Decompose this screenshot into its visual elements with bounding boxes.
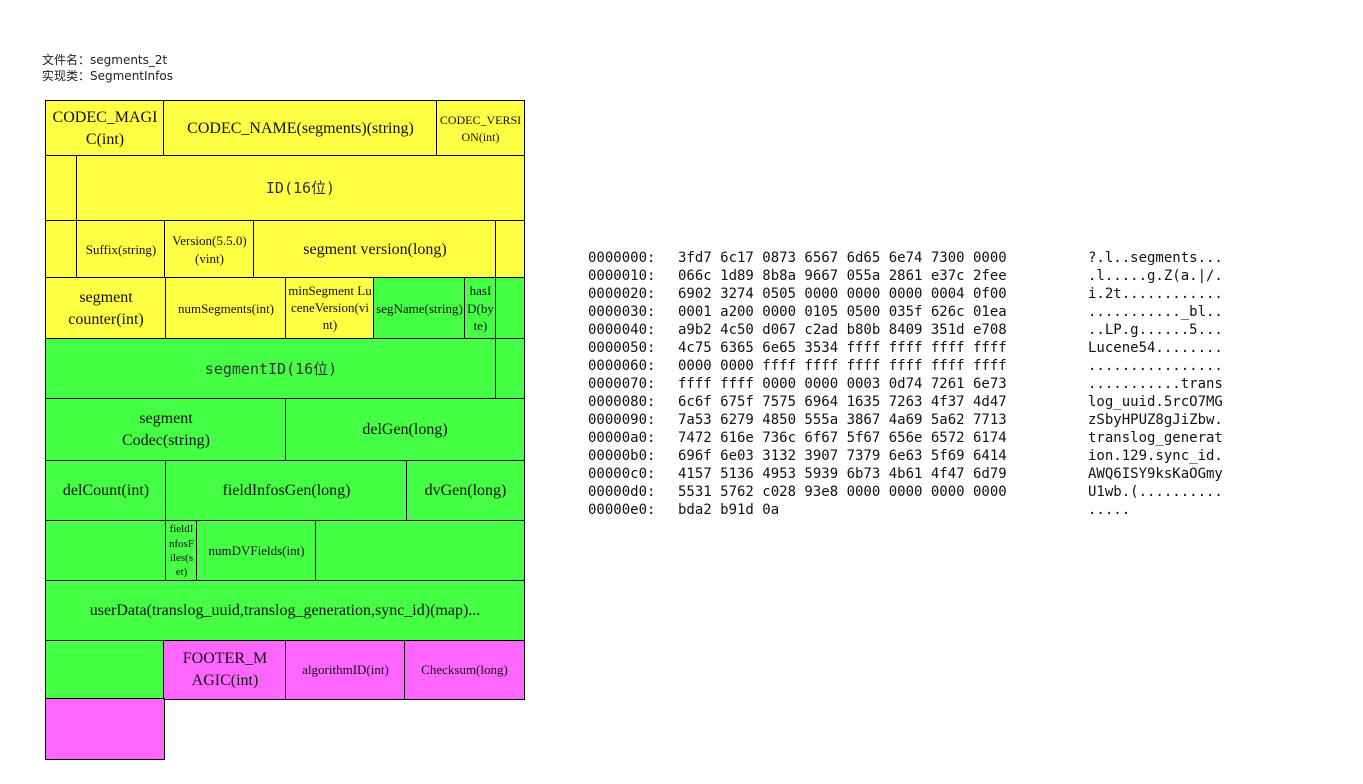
field-checksum: Checksum(long) (404, 640, 525, 700)
hexdump-offset-line: 0000040: (588, 322, 656, 338)
hexdump-hex-line: 7a53 6279 4850 555a 3867 4a69 5a62 7713 (678, 412, 1007, 428)
field-num-dv-fields-trailing-block (315, 520, 525, 582)
hexdump-hex-line: 4c75 6365 6e65 3534 ffff ffff ffff ffff (678, 340, 1007, 356)
hexdump-ascii-line: ..... (1088, 502, 1131, 518)
field-checksum-trailing-block (45, 698, 165, 760)
hexdump-ascii-line: zSbyHPUZ8gJiZbw. (1088, 412, 1223, 428)
field-segment-id: segmentID(16位) (45, 338, 497, 400)
hexdump-offset-line: 0000080: (588, 394, 656, 410)
field-del-count-trailing-block (45, 520, 167, 582)
hexdump-offset-line: 0000050: (588, 340, 656, 356)
hexdump-ascii-line: translog_generat (1088, 430, 1223, 446)
hexdump-ascii-line: ?.l..segments... (1088, 250, 1223, 266)
hexdump-hex-line: 0001 a200 0000 0105 0500 035f 626c 01ea (678, 304, 1007, 320)
hexdump-offset-line: 0000010: (588, 268, 656, 284)
hexdump-bytes: 3fd7 6c17 0873 6567 6d65 6e74 7300 0000 0… (678, 249, 1007, 519)
hexdump-offset-line: 0000090: (588, 412, 656, 428)
hexdump-hex-line: 7472 616e 736c 6f67 5f67 656e 6572 6174 (678, 430, 1007, 446)
hexdump-ascii-line: Lucene54........ (1088, 340, 1223, 356)
hexdump-offset-line: 00000d0: (588, 484, 656, 500)
field-segment-codec: segment Codec(string) (45, 398, 287, 462)
field-id: ID(16位) (76, 155, 525, 222)
field-segment-counter: segment counter(int) (45, 277, 167, 340)
hexdump-offset-line: 0000000: (588, 250, 656, 266)
hexdump-hex-line: 3fd7 6c17 0873 6567 6d65 6e74 7300 0000 (678, 250, 1007, 266)
hexdump-offset-line: 00000c0: (588, 466, 656, 482)
hexdump-offset-line: 0000020: (588, 286, 656, 302)
field-segment-id-trailing-block (495, 338, 525, 400)
field-dv-gen: dvGen(long) (406, 460, 525, 522)
hexdump-hex-line: 0000 0000 ffff ffff ffff ffff ffff ffff (678, 358, 1007, 374)
field-segment-version: segment version(long) (253, 220, 497, 279)
hexdump-ascii-line: .l.....g.Z(a.|/. (1088, 268, 1223, 284)
hexdump-ascii: ?.l..segments... .l.....g.Z(a.|/. i.2t....… (1088, 249, 1223, 519)
hexdump-hex-line: 4157 5136 4953 5939 6b73 4b61 4f47 6d79 (678, 466, 1007, 482)
hexdump-hex-line: 6902 3274 0505 0000 0000 0000 0004 0f00 (678, 286, 1007, 302)
field-num-dv-fields: numDVFields(int) (196, 520, 317, 582)
hexdump-ascii-line: ...........trans (1088, 376, 1223, 392)
hexdump-hex-line: 5531 5762 c028 93e8 0000 0000 0000 0000 (678, 484, 1007, 500)
hexdump-hex-line: bda2 b91d 0a (678, 502, 780, 518)
field-version: Version(5.5.0)(vint) (164, 220, 255, 279)
field-del-gen: delGen(long) (285, 398, 525, 462)
hexdump-ascii-line: ..LP.g......5... (1088, 322, 1223, 338)
field-codec-magic: CODEC_MAGIC(int) (45, 100, 165, 157)
hexdump-hex-line: 066c 1d89 8b8a 9667 055a 2861 e37c 2fee (678, 268, 1007, 284)
hexdump-offsets: 0000000: 0000010: 0000020: 0000030: 0000040:… (588, 249, 655, 519)
field-id-leading-block (45, 155, 78, 222)
field-has-id-trailing-block (495, 277, 525, 340)
field-user-data: userData(translog_uuid,translog_generati… (45, 580, 525, 642)
hexdump-ascii-line: log_uuid.5rcO7MG (1088, 394, 1223, 410)
field-field-infos-files: fieldInfosFiles(set) (165, 520, 198, 582)
hexdump-offset-line: 0000030: (588, 304, 656, 320)
hexdump-offset-line: 0000070: (588, 376, 656, 392)
impl-class-label: 实现类：SegmentInfos (42, 69, 173, 83)
hexdump-hex-line: a9b2 4c50 d067 c2ad b80b 8409 351d e708 (678, 322, 1007, 338)
hexdump-hex-line: 696f 6e03 3132 3907 7379 6e63 5f69 6414 (678, 448, 1007, 464)
hexdump-offset-line: 0000060: (588, 358, 656, 374)
field-field-infos-gen: fieldInfosGen(long) (165, 460, 408, 522)
hexdump-offset-line: 00000a0: (588, 430, 656, 446)
hexdump-hex-line: ffff ffff 0000 0000 0003 0d74 7261 6e73 (678, 376, 1007, 392)
hexdump-ascii-line: ion.129.sync_id. (1088, 448, 1223, 464)
field-algorithm-id: algorithmID(int) (285, 640, 406, 700)
field-suffix: Suffix(string) (76, 220, 166, 279)
field-segment-version-trailing-block (495, 220, 525, 279)
field-codec-version: CODEC_VERSION(int) (436, 100, 525, 157)
hexdump-ascii-line: U1wb.(.......... (1088, 484, 1223, 500)
hexdump-ascii-line: ..........._bl.. (1088, 304, 1223, 320)
field-codec-name: CODEC_NAME(segments)(string) (163, 100, 438, 157)
file-name-label: 文件名：segments_2t (42, 53, 168, 67)
hexdump-ascii-line: ................ (1088, 358, 1223, 374)
field-seg-name: segName(string) (373, 277, 466, 340)
field-id-trailing-block (45, 220, 78, 279)
hexdump-offset-line: 00000e0: (588, 502, 656, 518)
hexdump-ascii-line: AWQ6ISY9ksKaOGmy (1088, 466, 1223, 482)
hexdump-offset-line: 00000b0: (588, 448, 656, 464)
hexdump-hex-line: 6c6f 675f 7575 6964 1635 7263 4f37 4d47 (678, 394, 1007, 410)
hexdump-ascii-line: i.2t............ (1088, 286, 1223, 302)
field-min-segment-lucene-version: minSegment LuceneVersion(vint) (285, 277, 375, 340)
field-num-segments: numSegments(int) (165, 277, 287, 340)
field-footer-magic: FOOTER_MAGIC(int) (163, 640, 287, 700)
field-del-count: delCount(int) (45, 460, 167, 522)
field-user-data-trailing-block (45, 640, 165, 700)
field-has-id: hasID(byte) (464, 277, 497, 340)
